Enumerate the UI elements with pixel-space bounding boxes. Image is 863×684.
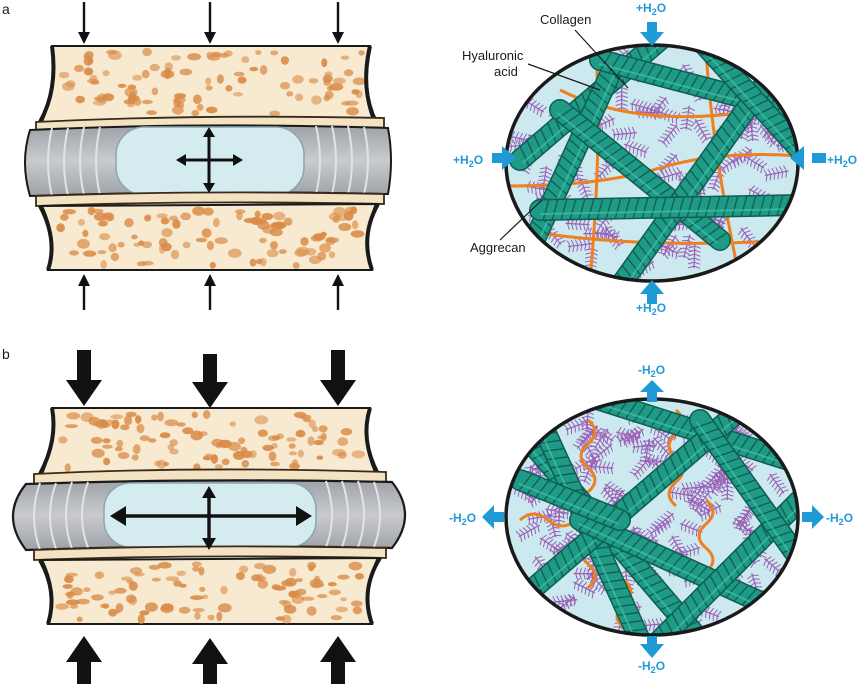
matrix-a	[504, 43, 800, 283]
water-label-b-top: -H2O	[638, 363, 665, 379]
lower-vertebra-a	[38, 202, 380, 271]
panel-label-a: a	[2, 1, 10, 17]
lower-vertebra-b	[38, 556, 382, 625]
bone-spots-a-lower	[56, 206, 365, 269]
pressure-arrows-b	[110, 486, 312, 550]
label-hyaluronic-2: acid	[494, 64, 518, 79]
leader-hyaluronic	[527, 63, 601, 91]
load-arrows-a	[78, 2, 344, 310]
panel-label-b: b	[2, 346, 10, 362]
water-arrows-b	[482, 380, 824, 658]
water-label-a-top: +H2O	[636, 1, 666, 17]
water-label-a-right: +H2O	[827, 153, 857, 169]
label-aggrecan: Aggrecan	[470, 240, 526, 255]
bone-spots-a-upper	[58, 47, 366, 117]
upper-vertebra-b	[38, 407, 380, 475]
water-label-a-left: +H2O	[453, 153, 483, 169]
water-label-b-left: -H2O	[449, 511, 476, 527]
disc-b	[12, 407, 406, 625]
bone-spots-b-lower	[55, 561, 365, 624]
water-label-b-right: -H2O	[826, 511, 853, 527]
matrix-b	[504, 397, 800, 637]
bone-spots-b-upper	[58, 410, 365, 473]
upper-vertebra-a	[38, 45, 378, 123]
label-collagen: Collagen	[540, 12, 591, 27]
water-label-b-bottom: -H2O	[638, 659, 665, 675]
water-label-a-bottom: +H2O	[636, 301, 666, 317]
pressure-arrows-a	[176, 127, 243, 193]
leader-collagen	[574, 29, 629, 89]
load-arrows-b	[66, 350, 356, 684]
label-hyaluronic-1: Hyaluronic	[462, 48, 524, 63]
disc-a	[24, 45, 392, 271]
endplate-lower-a	[35, 191, 385, 207]
leader-aggrecan	[499, 199, 543, 241]
water-arrows-a	[492, 22, 826, 304]
endplate-lower-b	[33, 545, 387, 561]
